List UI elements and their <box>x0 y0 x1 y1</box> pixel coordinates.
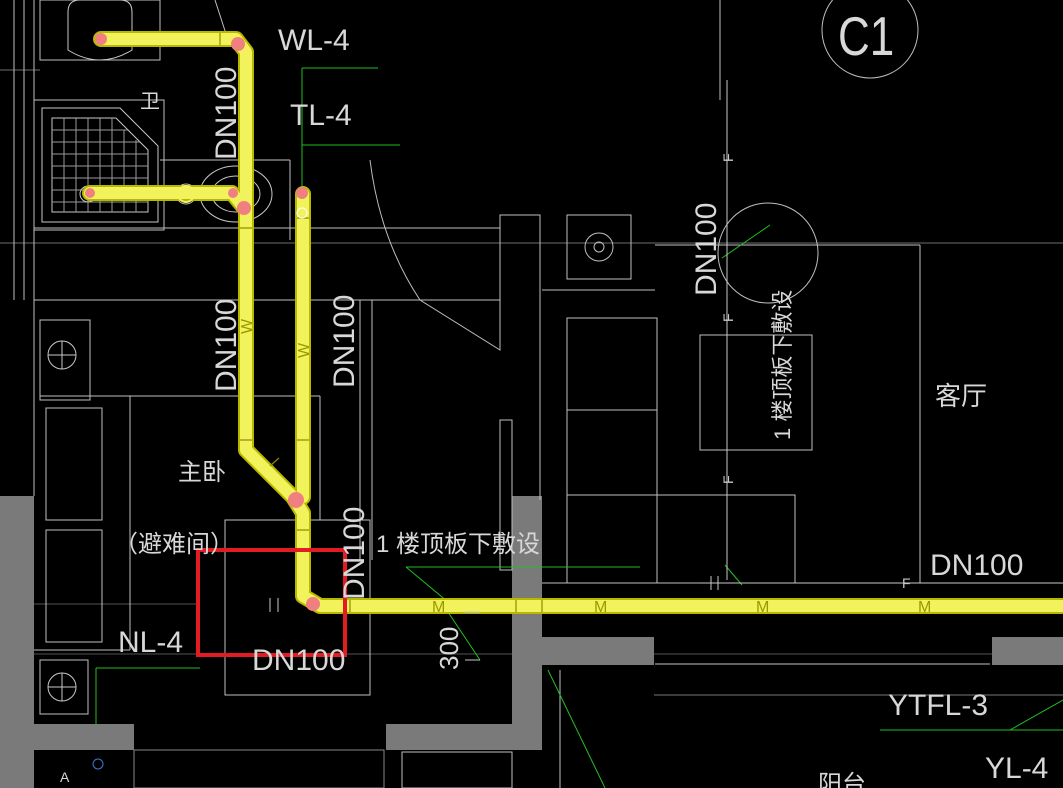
dn100-label-c: DN100 <box>328 295 361 388</box>
ytfl3-label: YTFL-3 <box>888 689 988 722</box>
pipe-w-label-1: W <box>239 318 256 334</box>
floor-note-mid: 1 楼顶板下敷设 <box>376 531 540 558</box>
dn100-label-f: DN100 <box>252 644 345 677</box>
refuge-room-label: （避难间） <box>114 531 234 558</box>
highlight-box[interactable] <box>196 548 347 657</box>
mark-a-label: A <box>60 769 70 785</box>
pipe-joints <box>85 33 320 611</box>
fire-f-label-4: F <box>902 575 911 591</box>
pipe-segment-ticks <box>219 33 543 612</box>
pipe-w-label-2: W <box>296 342 313 358</box>
master-bedroom-label: 主卧 <box>178 459 226 486</box>
building-walls <box>0 496 1063 788</box>
yl4-label: YL-4 <box>985 752 1048 785</box>
pipe-m-label-2: M <box>594 599 607 616</box>
dn100-label-a: DN100 <box>210 67 243 160</box>
floor-note-right: 1 楼顶板下敷设 <box>770 290 795 440</box>
dn100-label-b: DN100 <box>210 299 243 392</box>
valve-marks <box>269 576 719 661</box>
shower-tray-fixture <box>41 107 159 223</box>
fire-pipe-line <box>700 80 1063 584</box>
pipe-m-label-3: M <box>756 599 769 616</box>
nl4-label: NL-4 <box>118 626 183 659</box>
cleanout-marker <box>296 207 308 219</box>
floor-drain-yellow <box>177 185 195 203</box>
dn100-label-d: DN100 <box>690 203 723 296</box>
pipe-m-label-4: M <box>918 599 931 616</box>
living-room-label: 客厅 <box>935 381 987 411</box>
fire-f-label-3: F <box>720 475 736 484</box>
dn100-label-e: DN100 <box>338 507 371 600</box>
pipe-m-label-1: M <box>432 599 445 616</box>
floor-drain-fixtures <box>47 183 197 770</box>
c1-label: C1 <box>838 5 894 67</box>
dn100-label-g: DN100 <box>930 549 1023 582</box>
wei-label: 卫 <box>140 91 160 113</box>
fire-f-label-1: F <box>720 153 736 162</box>
toilet-fixture <box>67 0 133 61</box>
balcony-label: 阳台 <box>818 771 866 788</box>
dim-300-label: 300 <box>434 627 464 670</box>
fire-f-label-2: F <box>720 313 736 322</box>
wl4-label: WL-4 <box>278 24 350 57</box>
tl4-label: TL-4 <box>290 99 352 132</box>
